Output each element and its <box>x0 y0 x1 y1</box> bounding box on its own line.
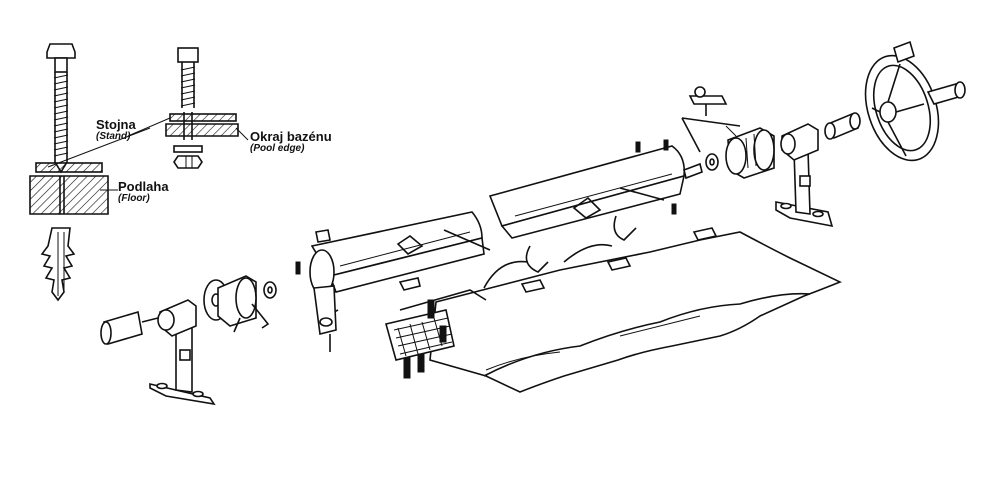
pool-edge-detail <box>127 47 249 169</box>
attachment-screw-1 <box>403 357 411 379</box>
label-stand-main: Stojna <box>96 117 136 132</box>
left-stand <box>100 299 216 406</box>
washer-and-nut <box>173 145 203 169</box>
attachment-screw-2 <box>417 353 425 373</box>
right-stand <box>775 123 834 228</box>
strap-clip-4 <box>398 277 421 291</box>
pool-cover-sheet <box>399 231 842 393</box>
strap-clip-1 <box>520 279 546 293</box>
floor-anchor-detail <box>29 43 151 302</box>
label-pool-edge: Okraj bazénu (Pool edge) <box>250 130 332 154</box>
label-stand: Stojna (Stand) <box>96 118 136 142</box>
left-end-screw <box>315 229 331 243</box>
label-floor-sub: (Floor) <box>118 193 150 204</box>
crank-grip-top <box>893 40 915 64</box>
label-floor-main: Podlaha <box>118 179 169 194</box>
tube-end-sleeve <box>683 162 703 180</box>
label-pool-edge-sub: (Pool edge) <box>250 143 305 154</box>
label-pool-edge-main: Okraj bazénu <box>250 129 332 144</box>
tube-joint-left <box>396 235 424 255</box>
hand-crank-wheel <box>864 40 966 162</box>
socket-bolt-head <box>177 47 199 63</box>
tension-knob <box>681 86 741 153</box>
right-coupling <box>824 112 861 140</box>
stand-foot-plate <box>35 127 151 173</box>
pool-edge-slab <box>165 123 239 137</box>
wall-plug <box>40 227 76 302</box>
crank-wheel-hub <box>879 101 897 123</box>
tube-joint-right <box>572 196 602 219</box>
roller-tube <box>310 145 703 293</box>
attachment-screw-3 <box>427 299 435 319</box>
label-stand-sub: (Stand) <box>96 131 131 142</box>
crank-wheel-spokes <box>871 63 925 157</box>
label-floor: Podlaha (Floor) <box>118 180 169 204</box>
attachment-screw-4 <box>439 325 447 343</box>
left-tube-end <box>309 229 337 352</box>
loose-screws <box>295 139 677 275</box>
left-flange-hub <box>203 275 277 333</box>
strap-clip-2 <box>606 257 632 271</box>
stand-bracket-plate <box>169 113 237 122</box>
floor-section <box>29 175 118 215</box>
cover-attachment-grid <box>385 299 455 379</box>
left-end-bracket <box>313 285 337 335</box>
anchor-bolt <box>46 43 76 174</box>
right-bearing-assembly <box>705 125 775 179</box>
bolt-thread <box>53 74 69 157</box>
